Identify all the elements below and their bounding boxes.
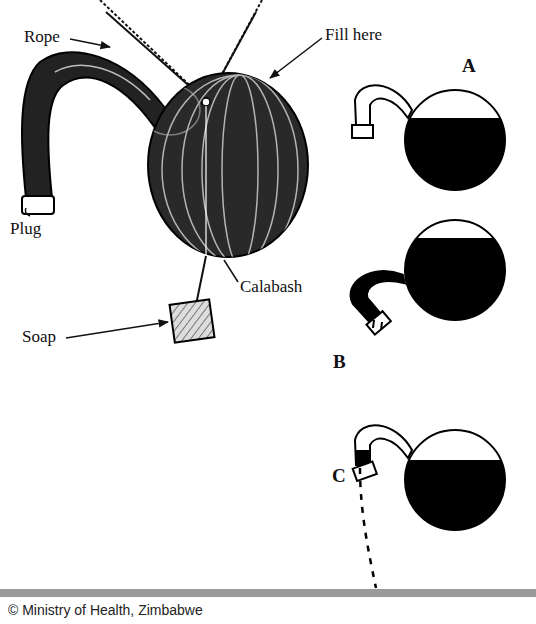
stage-letter: C <box>332 466 346 487</box>
part-label: Soap <box>22 328 56 347</box>
leader-line <box>25 38 322 338</box>
rope <box>196 256 206 305</box>
fill-hole <box>202 98 210 106</box>
neck-shading <box>55 65 150 100</box>
part-label: Calabash <box>240 278 302 297</box>
part-label: Plug <box>10 220 41 239</box>
part-label: Fill here <box>325 26 382 45</box>
copyright-note: © Ministry of Health, Zimbabwe <box>8 603 203 618</box>
stage-letter: A <box>462 56 476 77</box>
calabash-c <box>353 425 510 588</box>
stage-letter: B <box>333 352 346 373</box>
part-label: Rope <box>24 28 60 47</box>
calabash-a <box>352 85 510 198</box>
ground-band <box>0 589 536 597</box>
body-stripes <box>140 75 318 265</box>
plug <box>22 196 54 214</box>
soap <box>170 299 215 342</box>
calabash-b <box>341 220 510 335</box>
calabash-neck <box>22 52 165 198</box>
rope <box>205 106 206 255</box>
